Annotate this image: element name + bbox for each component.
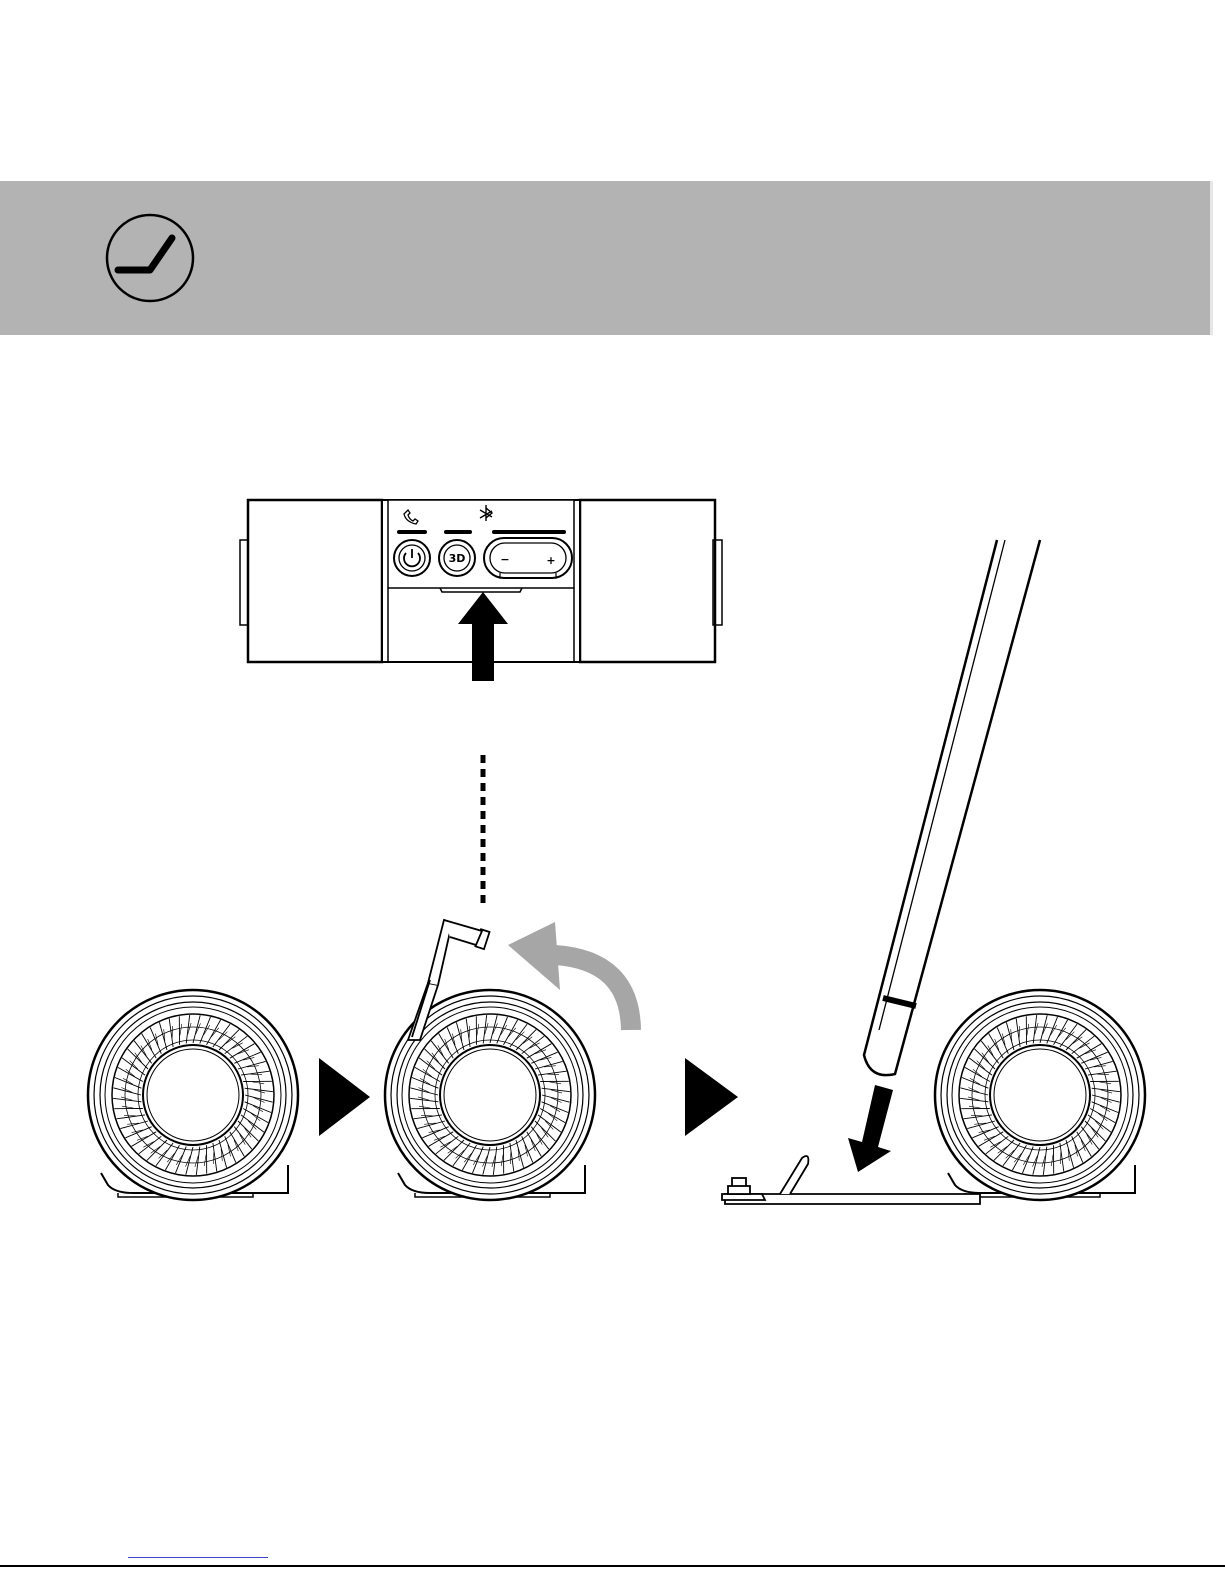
next-step-arrow-icon xyxy=(319,1058,370,1136)
down-arrow-icon xyxy=(848,1085,893,1172)
kickstand-flat xyxy=(722,1156,980,1204)
3d-button[interactable]: 3D xyxy=(439,540,475,576)
volume-minus-icon: − xyxy=(500,553,509,566)
footer-link-underline[interactable] xyxy=(128,1557,268,1558)
stand-icon xyxy=(107,215,193,301)
speaker-step-3 xyxy=(935,990,1145,1200)
speaker-step-1 xyxy=(88,990,298,1200)
page-bottom-rule xyxy=(0,1565,1225,1567)
power-button[interactable] xyxy=(394,540,430,576)
device-top-view: 3D − + xyxy=(240,500,722,681)
next-step-arrow-icon xyxy=(685,1058,738,1136)
3d-icon: 3D xyxy=(449,552,466,565)
volume-plus-icon: + xyxy=(546,554,555,567)
volume-rocker[interactable]: − + xyxy=(484,538,572,578)
